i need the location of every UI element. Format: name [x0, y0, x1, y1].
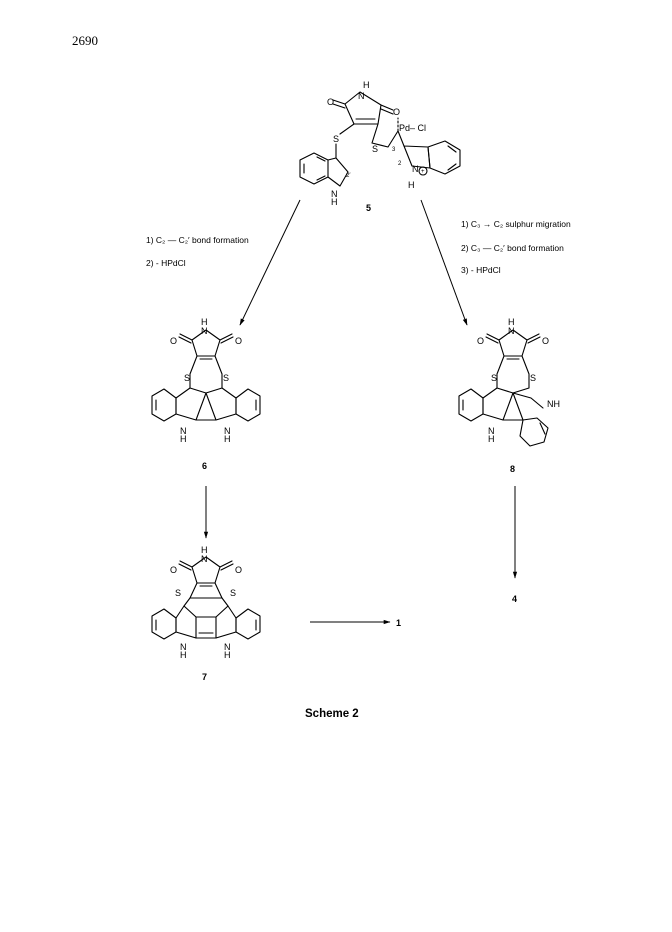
- c5-o-left: O: [327, 97, 334, 107]
- c7-nh-right-h: H: [224, 650, 231, 660]
- c5-nh-h: H: [408, 180, 415, 190]
- c6-nh-left-h: H: [180, 434, 187, 444]
- c7-nh-left-h: H: [180, 650, 187, 660]
- c5-indole-h: H: [331, 197, 338, 207]
- compound-5-structure: [299, 91, 461, 187]
- c7-nh-right: N: [224, 642, 231, 652]
- compound-8-structure: [458, 329, 549, 447]
- right-condition-1: 1) C₃ → C₂ sulphur migration: [461, 219, 571, 229]
- c5-s-right: S: [372, 144, 378, 154]
- c6-h: H: [201, 317, 208, 327]
- compound-7-structure: [151, 556, 261, 640]
- left-condition-2: 2) - HPdCl: [146, 258, 186, 268]
- arrow-5-to-6: [239, 199, 301, 326]
- arrow-5-to-8: [420, 199, 468, 326]
- c7-nh-left: N: [180, 642, 187, 652]
- c8-nh-left: N: [488, 426, 495, 436]
- c6-o-right: O: [235, 336, 242, 346]
- c5-n: N: [358, 91, 365, 101]
- c7-o-right: O: [235, 565, 242, 575]
- c8-nh-left-h: H: [488, 434, 495, 444]
- c8-o-left: O: [477, 336, 484, 346]
- c6-s-right: S: [223, 373, 229, 383]
- left-condition-1: 1) C₂ — C₂′ bond formation: [146, 235, 249, 245]
- scheme-caption: Scheme 2: [305, 708, 359, 720]
- c6-nh-left: N: [180, 426, 187, 436]
- c8-nh-right: NH: [547, 399, 560, 409]
- right-condition-2: 2) C₃ — C₂′ bond formation: [461, 243, 564, 253]
- c6-nh-right-h: H: [224, 434, 231, 444]
- c5-label-3: 3: [392, 147, 396, 153]
- c5-s-left: S: [333, 134, 339, 144]
- c7-s-right: S: [230, 588, 236, 598]
- c8-o-right: O: [542, 336, 549, 346]
- product-1-label: 1: [396, 618, 401, 628]
- c7-o-left: O: [170, 565, 177, 575]
- c5-label-2: 2: [398, 161, 402, 167]
- c7-h: H: [201, 545, 208, 555]
- c8-s-right: S: [530, 373, 536, 383]
- compound-7-label: 7: [202, 672, 207, 682]
- compound-6-structure: [151, 329, 261, 422]
- c6-n: N: [201, 326, 208, 336]
- c7-n: N: [201, 554, 208, 564]
- compound-6-label: 6: [202, 461, 207, 471]
- c5-label-2prime: 2′: [346, 173, 351, 179]
- c6-o-left: O: [170, 336, 177, 346]
- compound-5-label: 5: [366, 203, 371, 213]
- c5-pdcl: Pd– Cl: [399, 123, 426, 133]
- right-condition-3: 3) - HPdCl: [461, 265, 501, 275]
- c5-charge: +: [421, 169, 425, 175]
- c7-s-left: S: [175, 588, 181, 598]
- c5-h: H: [363, 80, 370, 90]
- c8-n: N: [508, 326, 515, 336]
- c8-s-left: S: [491, 373, 497, 383]
- compound-8-label: 8: [510, 464, 515, 474]
- c8-h: H: [508, 317, 515, 327]
- page-number: 2690: [72, 33, 98, 48]
- c5-n-plus: N: [412, 164, 419, 174]
- product-4-label: 4: [512, 594, 517, 604]
- c6-s-left: S: [184, 373, 190, 383]
- c6-nh-right: N: [224, 426, 231, 436]
- c5-o-right: O: [393, 107, 400, 117]
- c5-indole-n: N: [331, 189, 338, 199]
